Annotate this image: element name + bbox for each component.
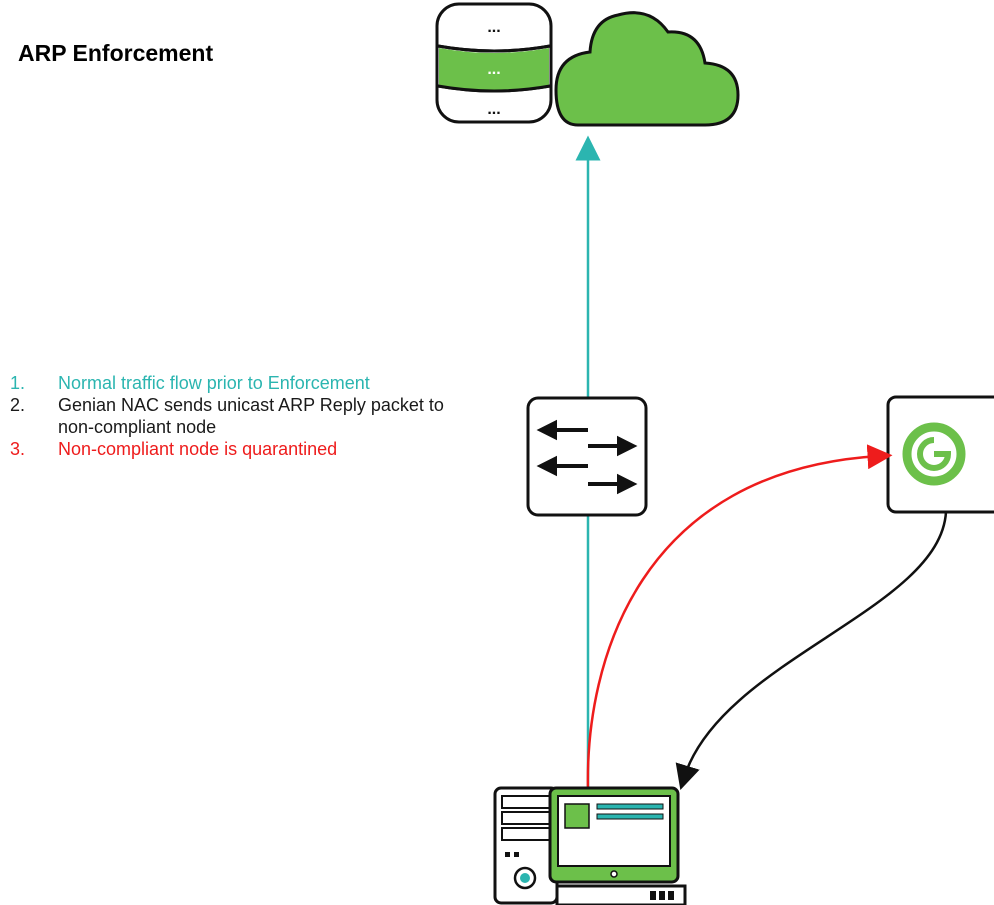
svg-text:...: ... (487, 19, 500, 36)
computer-icon (493, 786, 687, 905)
cloud-icon (554, 11, 740, 127)
quarantine-arrow (586, 444, 893, 791)
diagram-title: ARP Enforcement (18, 40, 214, 66)
step-3-text: Non-compliant node is quarantined (58, 439, 338, 459)
step-1: 1. Normal traffic flow prior to Enforcem… (10, 372, 478, 394)
arp-reply-arrow (675, 511, 948, 790)
step-3: 3. Non-compliant node is quarantined (10, 438, 478, 460)
step-1-text: Normal traffic flow prior to Enforcement (58, 373, 370, 393)
step-2-number: 2. (10, 395, 26, 415)
svg-text:...: ... (487, 101, 500, 118)
genian-nac-logo-icon (886, 395, 994, 514)
steps-list: 1. Normal traffic flow prior to Enforcem… (10, 372, 478, 460)
step-3-number: 3. (10, 439, 26, 459)
step-2-text: Genian NAC sends unicast ARP Reply packe… (58, 395, 444, 437)
database-icon: ... ... ... (435, 2, 553, 124)
svg-text:...: ... (487, 61, 500, 78)
step-1-number: 1. (10, 373, 26, 393)
step-2: 2. Genian NAC sends unicast ARP Reply pa… (10, 394, 478, 438)
switch-icon (526, 396, 648, 517)
